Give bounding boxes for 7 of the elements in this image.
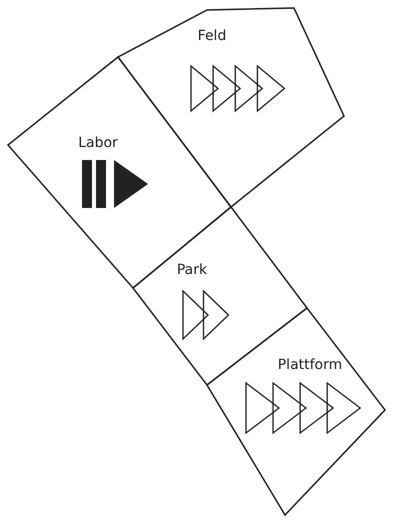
region-label: Plattform [278,357,342,373]
region-shape [118,8,344,207]
region-shape [8,57,231,288]
region-label: Park [176,262,208,278]
region-shape [207,308,385,515]
region-label: Labor [78,135,118,151]
region-label: Feld [198,28,226,44]
